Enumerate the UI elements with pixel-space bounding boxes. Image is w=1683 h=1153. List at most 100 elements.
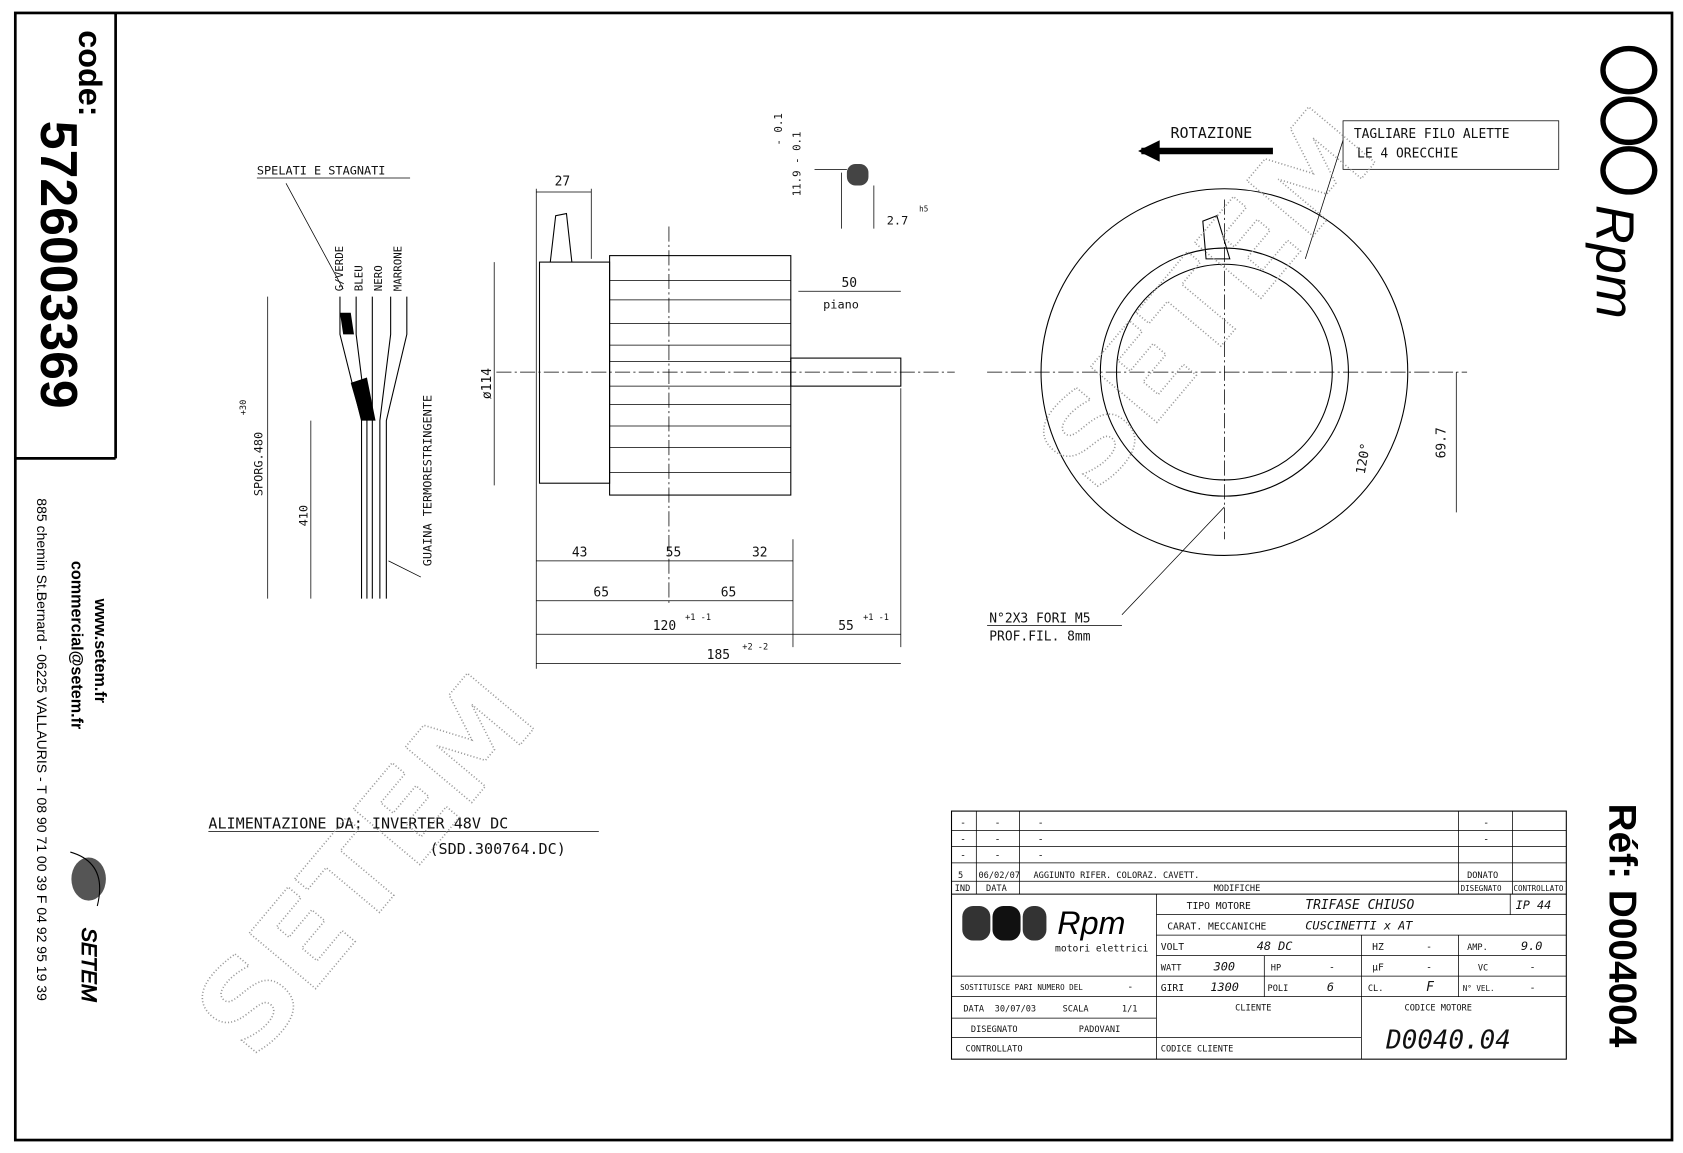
value-ip: IP 44 bbox=[1516, 898, 1552, 912]
label-uf: µF bbox=[1372, 963, 1384, 974]
header-modifiche: MODIFICHE bbox=[1214, 884, 1261, 894]
dim-50: 50 bbox=[842, 276, 858, 291]
value-giri: 1300 bbox=[1210, 980, 1239, 994]
label-vc: VC bbox=[1478, 964, 1488, 974]
value-disegnato: PADOVANI bbox=[1079, 1025, 1120, 1035]
rev-desc: - bbox=[1038, 818, 1044, 829]
dim-27: 27 bbox=[555, 175, 571, 190]
rev-ind: - bbox=[960, 851, 966, 862]
value-poli: 6 bbox=[1327, 980, 1334, 994]
motor-side-view: 27 ø114 50 piano 43 55 32 65 65 120 +1 -… bbox=[480, 175, 955, 669]
supply-code: (SDD.300764.DC) bbox=[429, 840, 565, 858]
cable-view: SPELATI E STAGNATI G/VERDE BLEU NERO MAR… bbox=[239, 164, 435, 599]
rev-ind: - bbox=[960, 818, 966, 829]
label-sostituisce: SOSTITUISCE PARI NUMERO DEL bbox=[960, 983, 1083, 992]
key-tolerance: 11.9 - 0.1 bbox=[791, 131, 804, 196]
holes-note: PROF.FIL. 8mm bbox=[989, 630, 1090, 645]
label-scala: SCALA bbox=[1063, 1005, 1090, 1015]
dim-120-tol: +1 -1 bbox=[685, 613, 711, 623]
value-tipo-motore: TRIFASE CHIUSO bbox=[1305, 898, 1414, 913]
rev-drawn: - bbox=[1483, 834, 1489, 845]
rev-desc: - bbox=[1038, 851, 1044, 862]
label-carat: CARAT. MECCANICHE bbox=[1167, 922, 1266, 933]
dim-65: 65 bbox=[593, 585, 609, 600]
dim-185-tol: +2 -2 bbox=[742, 642, 768, 652]
cable-title: SPELATI E STAGNATI bbox=[257, 164, 386, 178]
dim-55b: 55 bbox=[838, 619, 854, 634]
dim-sporg-tol: +30 bbox=[239, 400, 249, 416]
key-detail: - 0.1 11.9 - 0.1 2.7 h5 bbox=[772, 113, 928, 229]
title-block: - - - - - - - - - 5 06/02/07 AGGIUNTO RI… bbox=[950, 810, 1567, 1060]
value-hp: - bbox=[1329, 963, 1335, 974]
value-carat: CUSCINETTI x AT bbox=[1305, 919, 1413, 933]
rev-date: - bbox=[995, 851, 1001, 862]
rpm-logo: Rpm bbox=[1585, 45, 1658, 319]
value-vc: - bbox=[1530, 963, 1536, 974]
value-cl: F bbox=[1426, 980, 1434, 995]
dim-120: 120 bbox=[653, 619, 676, 634]
rev-desc: - bbox=[1038, 834, 1044, 845]
sidebar: code: 5726003369 www.setem.fr commercial… bbox=[30, 30, 109, 1002]
value-volt: 48 DC bbox=[1257, 939, 1294, 953]
dim-55b-tol: +1 -1 bbox=[863, 613, 889, 623]
value-watt: 300 bbox=[1213, 960, 1235, 974]
value-hz: - bbox=[1426, 942, 1432, 953]
label-giri: GIRI bbox=[1161, 983, 1184, 994]
header-ind: IND bbox=[955, 884, 971, 894]
sheet-border bbox=[13, 11, 1674, 1142]
dim-key-tol: h5 bbox=[919, 204, 928, 213]
wire-label: G/VERDE bbox=[333, 246, 346, 291]
motor-end-view: ROTAZIONE TAGLIARE FILO ALETTE LE 4 OREC… bbox=[987, 120, 1560, 645]
supply-note: ALIMENTAZIONE DA: INVERTER 48V DC bbox=[208, 814, 508, 832]
dim-sporg: SPORG.480 bbox=[251, 432, 265, 496]
value-data: 30/07/03 bbox=[995, 1005, 1036, 1015]
header-disegnato: DISEGNATO bbox=[1461, 884, 1502, 893]
rev-drawn: DONATO bbox=[1467, 871, 1498, 881]
dim-55: 55 bbox=[666, 546, 682, 561]
code-value: 5726003369 bbox=[30, 121, 88, 409]
dim-32: 32 bbox=[752, 546, 768, 561]
label-data: DATA bbox=[963, 1005, 985, 1015]
label-disegnato: DISEGNATO bbox=[971, 1025, 1018, 1035]
title-logo: Rpm motori elettrici bbox=[962, 905, 1149, 954]
wire-label: MARRONE bbox=[391, 246, 404, 291]
value-codice-motore: D0040.04 bbox=[1385, 1025, 1511, 1055]
setem-logo-icon bbox=[70, 851, 106, 907]
logo-brand: Rpm bbox=[1057, 905, 1125, 941]
dim-angle: 120° bbox=[1354, 442, 1374, 475]
label-nvel: N° VEL. bbox=[1463, 984, 1495, 993]
label-hp: HP bbox=[1271, 964, 1281, 974]
dim-410: 410 bbox=[297, 505, 311, 526]
key-tolerance: - 0.1 bbox=[772, 113, 785, 145]
dim-key: 2.7 bbox=[887, 213, 908, 227]
website: www.setem.fr bbox=[91, 598, 109, 704]
rev-ind: 5 bbox=[958, 871, 963, 881]
value-nvel: - bbox=[1530, 983, 1536, 994]
wire-label: BLEU bbox=[353, 265, 366, 291]
email: commercial@setem.fr bbox=[67, 561, 85, 730]
wire-label: NERO bbox=[372, 265, 385, 291]
rev-date: 06/02/07 bbox=[978, 871, 1019, 881]
header-controllato: CONTROLLATO bbox=[1513, 884, 1563, 893]
rev-desc: AGGIUNTO RIFER. COLORAZ. CAVETT. bbox=[1033, 871, 1199, 881]
dim-185: 185 bbox=[707, 648, 730, 663]
header-data: DATA bbox=[986, 884, 1008, 894]
address: 885 chemin St.Bernard - 06225 VALLAURIS … bbox=[34, 498, 50, 1001]
label-poli: POLI bbox=[1268, 984, 1289, 994]
rev-ind: - bbox=[960, 834, 966, 845]
dim-65: 65 bbox=[721, 585, 737, 600]
reference-number: Réf: D004004 bbox=[1600, 804, 1643, 1048]
watermark: SETEM bbox=[169, 650, 562, 1081]
rev-date: - bbox=[995, 818, 1001, 829]
rev-date: - bbox=[995, 834, 1001, 845]
value-amp: 9.0 bbox=[1521, 939, 1542, 953]
dim-69-7: 69.7 bbox=[1435, 427, 1450, 458]
dim-43: 43 bbox=[572, 546, 588, 561]
label-piano: piano bbox=[823, 297, 859, 311]
label-tipo-motore: TIPO MOTORE bbox=[1187, 901, 1251, 912]
note-line: LE 4 ORECCHIE bbox=[1357, 146, 1458, 161]
holes-note: N°2X3 FORI M5 bbox=[989, 611, 1090, 626]
label-codice-cliente: CODICE CLIENTE bbox=[1161, 1045, 1234, 1055]
label-controllato: CONTROLLATO bbox=[966, 1045, 1023, 1055]
